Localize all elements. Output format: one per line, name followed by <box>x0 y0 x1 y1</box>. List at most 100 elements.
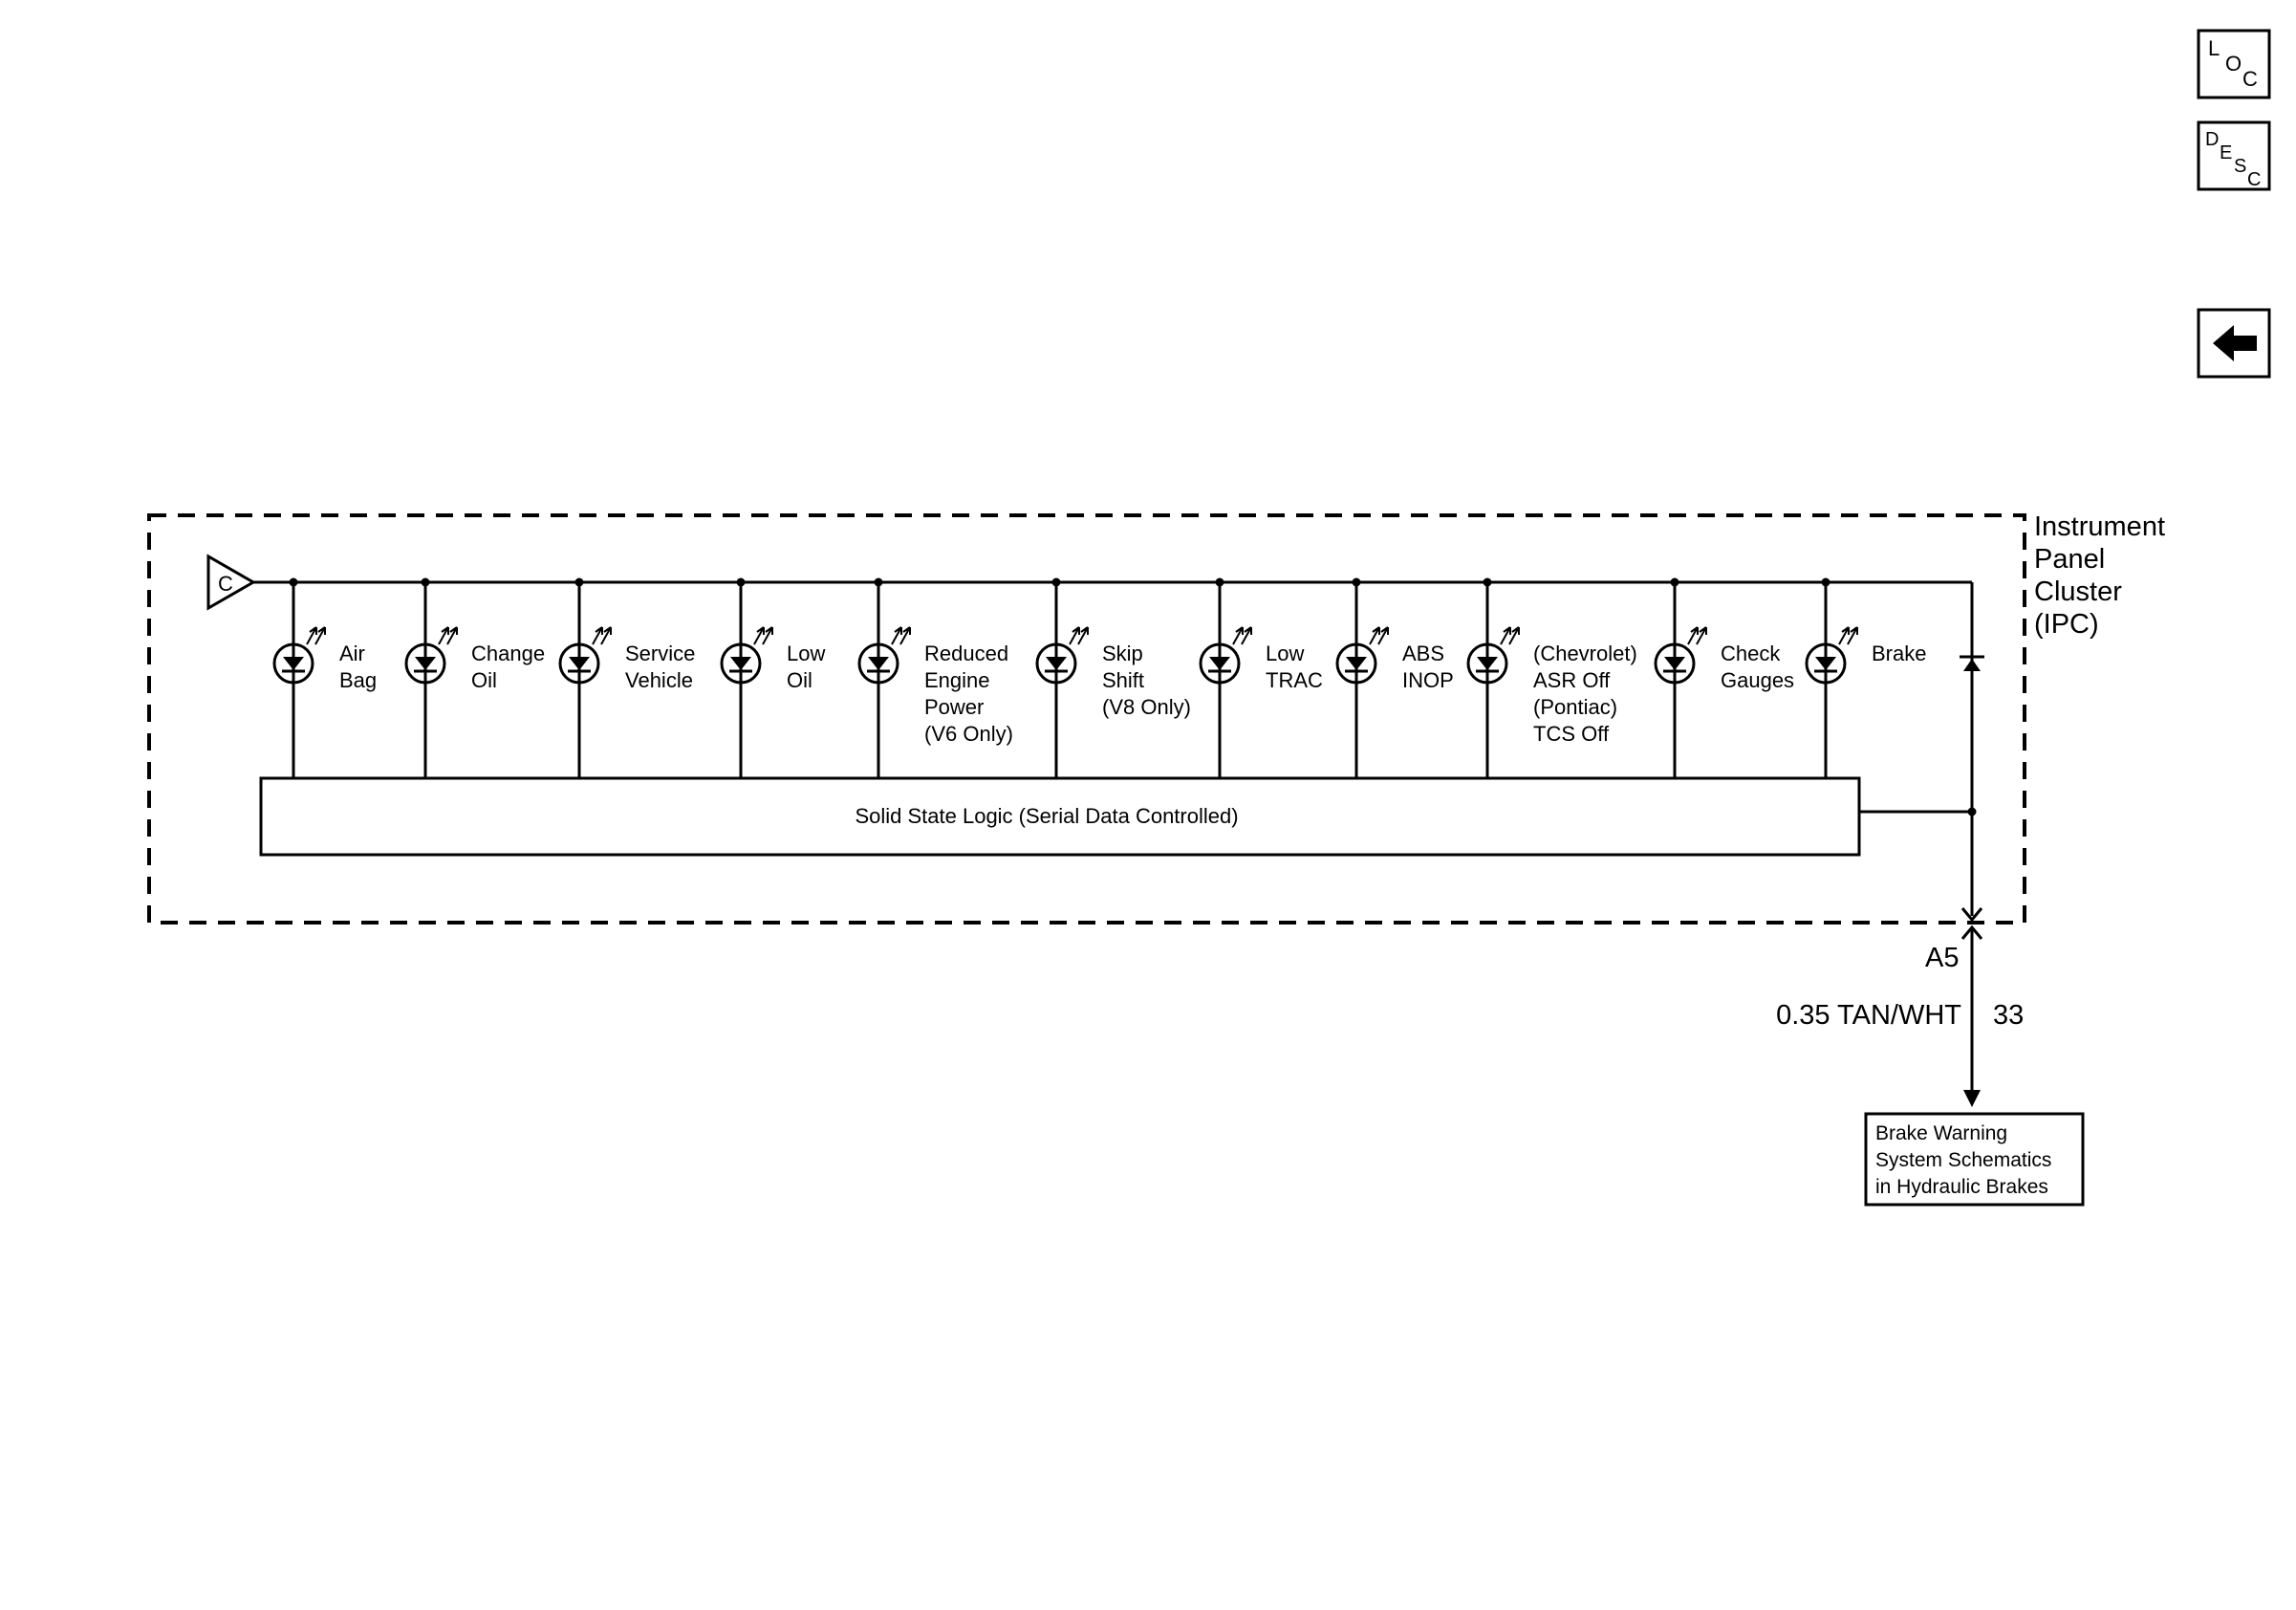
desc-letter-4: C <box>2247 169 2261 190</box>
indicator-label-line: Shift <box>1102 668 1144 692</box>
light-emission-arrow-icon <box>1508 626 1520 645</box>
light-emission-arrow-icon <box>446 626 458 645</box>
indicator-label-line: Vehicle <box>625 668 693 692</box>
indicator-label-line: (V8 Only) <box>1102 695 1191 719</box>
light-emission-arrow-icon <box>1687 626 1699 645</box>
indicator-label-line: (V6 Only) <box>924 722 1013 746</box>
light-emission-arrow-icon <box>1838 626 1850 645</box>
indicator-label-line: Service <box>625 642 695 665</box>
indicator-label-line: Engine <box>924 668 990 692</box>
led-diode-icon <box>1815 657 1836 670</box>
light-emission-arrow-icon <box>891 626 902 645</box>
solid-state-logic-label: Solid State Logic (Serial Data Controlle… <box>855 804 1238 828</box>
light-emission-arrow-icon <box>592 626 603 645</box>
module-name-line-3: Cluster <box>2034 577 2122 607</box>
indicator-label-line: Skip <box>1102 642 1143 665</box>
indicator-label-line: Gauges <box>1721 668 1794 692</box>
light-emission-arrow-icon <box>1232 626 1244 645</box>
indicator-label-line: Reduced <box>924 642 1008 665</box>
light-emission-arrow-icon <box>600 626 612 645</box>
loc-letter-1: L <box>2208 36 2220 60</box>
led-diode-icon <box>283 657 304 670</box>
loc-letter-3: C <box>2242 67 2258 91</box>
indicator-label-line: Bag <box>339 668 377 692</box>
indicator-label-line: Low <box>787 642 825 665</box>
module-name-line-2: Panel <box>2034 544 2105 575</box>
back-button[interactable] <box>2197 308 2271 379</box>
led-diode-icon <box>1209 657 1230 670</box>
solid-state-logic-block <box>259 776 1861 857</box>
desc-letter-1: D <box>2205 129 2219 150</box>
desc-button[interactable]: D E S C <box>2197 120 2271 191</box>
splice-dot <box>1967 807 1977 816</box>
light-emission-arrow-icon <box>1696 626 1707 645</box>
led-diode-icon <box>868 657 889 670</box>
module-name: Instrument Panel Cluster (IPC) <box>2034 511 2173 640</box>
reference-text: Brake Warning System Schematics in Hydra… <box>1875 1122 2057 1198</box>
input-connector-label: C <box>218 572 233 596</box>
indicator-label: (Chevrolet)ASR Off(Pontiac)TCS Off <box>1533 642 1637 746</box>
indicator-label-line: Air <box>339 642 365 665</box>
light-emission-arrow-icon <box>753 626 765 645</box>
light-emission-arrow-icon <box>762 626 773 645</box>
indicator-abs-inop: ABS INOP <box>1335 577 1454 778</box>
indicator-label-line: (Pontiac) <box>1533 695 1617 719</box>
light-emission-arrow-icon <box>1847 626 1858 645</box>
indicator-label-line: TCS Off <box>1533 722 1610 746</box>
wire-color-label: 0.35 TAN/WHT <box>1776 1000 1961 1031</box>
indicator-label-line: Low <box>1266 642 1304 665</box>
led-diode-icon <box>1046 657 1067 670</box>
indicator-label-line: Check <box>1721 642 1781 665</box>
indicator-label-line: INOP <box>1402 668 1454 692</box>
light-emission-arrow-icon <box>1377 626 1389 645</box>
left-arrow-icon <box>2213 325 2257 361</box>
indicator-label-line: ABS <box>1402 642 1444 665</box>
indicator-label-line: ASR Off <box>1533 668 1611 692</box>
light-emission-arrow-icon <box>899 626 911 645</box>
loc-button[interactable]: L O C <box>2197 29 2271 99</box>
light-emission-arrow-icon <box>1241 626 1252 645</box>
indicator-label: Brake <box>1872 642 1926 665</box>
light-emission-arrow-icon <box>1077 626 1089 645</box>
reference-line-3: in Hydraulic Brakes <box>1875 1176 2048 1198</box>
indicator-asr-tcs-off: (Chevrolet)ASR Off(Pontiac)TCS Off <box>1466 577 1637 778</box>
led-diode-icon <box>730 657 751 670</box>
light-emission-arrow-icon <box>1069 626 1080 645</box>
led-diode-icon <box>415 657 436 670</box>
output-arrow <box>1963 1090 1981 1107</box>
led-diode-icon <box>569 657 590 670</box>
reference-box[interactable] <box>1864 1112 2085 1207</box>
led-diode-icon <box>1346 657 1367 670</box>
loc-letter-2: O <box>2225 52 2242 76</box>
indicator-label-line: Change <box>471 642 545 665</box>
input-connector-symbol <box>206 554 257 611</box>
reference-line-1: Brake Warning <box>1875 1122 2007 1144</box>
indicator-label-line: Power <box>924 695 984 719</box>
indicator-brake: Brake <box>1805 577 1926 778</box>
desc-letter-3: S <box>2234 156 2246 177</box>
module-name-line-4: (IPC) <box>2034 609 2099 640</box>
connector-pin-label: A5 <box>1925 943 1959 973</box>
brake-diode-symbol <box>1960 655 1984 671</box>
indicator-label: ABS INOP <box>1402 642 1454 692</box>
light-emission-arrow-icon <box>1500 626 1511 645</box>
indicator-label-line: TRAC <box>1266 668 1323 692</box>
